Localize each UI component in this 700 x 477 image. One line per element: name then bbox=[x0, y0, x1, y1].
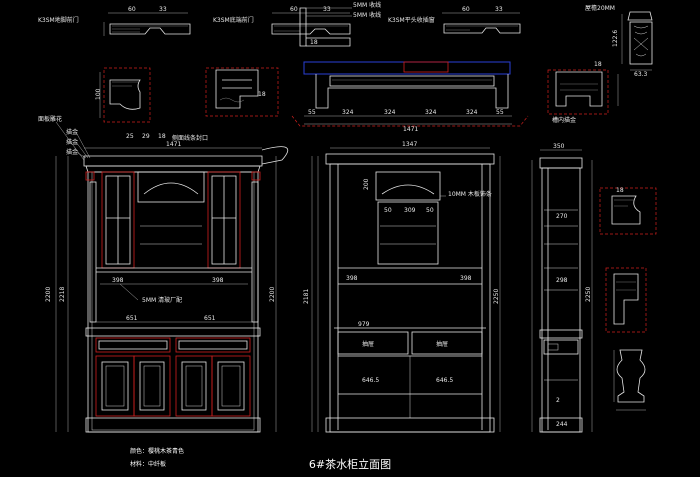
section-detail-group: K3SM地脚前门 K3SM底端前门 K3SM平头收插窗 60 33 60 33 … bbox=[38, 1, 653, 78]
dim-60-a: 60 bbox=[128, 6, 136, 13]
dim-398-a: 398 bbox=[112, 277, 124, 284]
dim-398-b: 398 bbox=[212, 277, 224, 284]
dim-63-3: 63.3 bbox=[634, 71, 648, 78]
note-crown-top: 屋檐20MM bbox=[585, 4, 615, 12]
note-5mm-a: 5MM 收线 bbox=[353, 1, 381, 9]
note-gilding-right: 槽内描金 bbox=[552, 116, 576, 124]
dim-1471-left: 1471 bbox=[166, 141, 181, 148]
dim-324-b: 324 bbox=[384, 109, 396, 116]
dim-309: 309 bbox=[404, 207, 416, 214]
dim-1471-top: 1471 bbox=[403, 126, 418, 133]
note-color: 颜色：樱桃木茶青色 bbox=[130, 447, 184, 455]
note-trim-board: 10MM 木板饰条 bbox=[448, 190, 492, 198]
note-side-trim: 侧面线条封口 bbox=[172, 134, 208, 142]
section-label-3: K3SM平头收插窗 bbox=[388, 16, 435, 24]
dim-651-a: 651 bbox=[126, 315, 138, 322]
dim-298: 298 bbox=[556, 277, 568, 284]
note-material: 材料：中纤板 bbox=[130, 460, 166, 468]
center-elevation: 1347 10MM 木板饰条 50 309 50 200 398 398 979… bbox=[303, 141, 501, 433]
dim-29: 29 bbox=[142, 133, 150, 140]
dim-350: 350 bbox=[553, 143, 565, 150]
dim-33-b: 33 bbox=[323, 6, 331, 13]
dim-18-a: 18 bbox=[258, 91, 266, 98]
note-5mm-b: 5MM 收线 bbox=[353, 11, 381, 19]
section-label-2: K3SM底端前门 bbox=[213, 16, 254, 24]
dim-2: 2 bbox=[556, 397, 560, 404]
dim-18-d: 18 bbox=[158, 133, 166, 140]
dim-55-a: 55 bbox=[308, 109, 316, 116]
dim-60-c: 60 bbox=[462, 6, 470, 13]
note-gilding-1: 描金 bbox=[66, 128, 78, 136]
dim-25: 25 bbox=[126, 133, 134, 140]
dim-2200-left: 2200 bbox=[45, 287, 52, 302]
dim-50-a: 50 bbox=[384, 207, 392, 214]
side-elevation: 350 270 298 2 244 2250 18 bbox=[531, 143, 657, 433]
dim-979: 979 bbox=[358, 321, 370, 328]
drawer-label-2: 抽屉 bbox=[436, 340, 448, 348]
dim-1347: 1347 bbox=[402, 141, 417, 148]
dim-100: 100 bbox=[95, 88, 102, 100]
dim-646-5-a: 646.5 bbox=[362, 377, 379, 384]
dim-18-c: 18 bbox=[310, 39, 318, 46]
dim-2181: 2181 bbox=[303, 289, 310, 304]
dim-200: 200 bbox=[363, 178, 370, 190]
dim-2250: 2250 bbox=[493, 289, 500, 304]
dim-646-5-b: 646.5 bbox=[436, 377, 453, 384]
dim-60-b: 60 bbox=[290, 6, 298, 13]
dim-270: 270 bbox=[556, 213, 568, 220]
note-glass: 5MM 清玻厂配 bbox=[142, 296, 182, 304]
dim-244: 244 bbox=[556, 421, 568, 428]
dim-2250-b: 2250 bbox=[585, 287, 592, 302]
dim-2218-left: 2218 bbox=[59, 287, 66, 302]
note-gilding-2: 描金 bbox=[66, 138, 78, 146]
note-crown-carving: 面板雕花 bbox=[38, 115, 62, 123]
dim-651-b: 651 bbox=[204, 315, 216, 322]
drawer-label-1: 抽屉 bbox=[362, 340, 374, 348]
lower-door-panels bbox=[95, 355, 251, 417]
moulding-profile-group: 100 18 55 324 324 324 324 55 1471 18 槽内描… bbox=[95, 61, 619, 133]
drawing-title: 6#茶水柜立面图 bbox=[309, 457, 391, 471]
dim-398-d: 398 bbox=[460, 275, 472, 282]
dim-324-d: 324 bbox=[466, 109, 478, 116]
dim-55-b: 55 bbox=[496, 109, 504, 116]
dim-18-b: 18 bbox=[594, 61, 602, 68]
dim-33-a: 33 bbox=[159, 6, 167, 13]
dim-398-c: 398 bbox=[346, 275, 358, 282]
dim-122-6: 122.6 bbox=[612, 30, 619, 47]
dim-324-a: 324 bbox=[342, 109, 354, 116]
dim-18-e: 18 bbox=[616, 187, 624, 194]
section-label-1: K3SM地脚前门 bbox=[38, 16, 79, 24]
dim-50-b: 50 bbox=[426, 207, 434, 214]
dim-33-c: 33 bbox=[495, 6, 503, 13]
dim-2200-right: 2200 bbox=[269, 287, 276, 302]
left-elevation: 面板雕花 描金 描金 描金 侧面线条封口 25 29 18 1471 bbox=[38, 115, 289, 468]
note-gilding-3: 描金 bbox=[66, 148, 78, 156]
dim-324-c: 324 bbox=[425, 109, 437, 116]
